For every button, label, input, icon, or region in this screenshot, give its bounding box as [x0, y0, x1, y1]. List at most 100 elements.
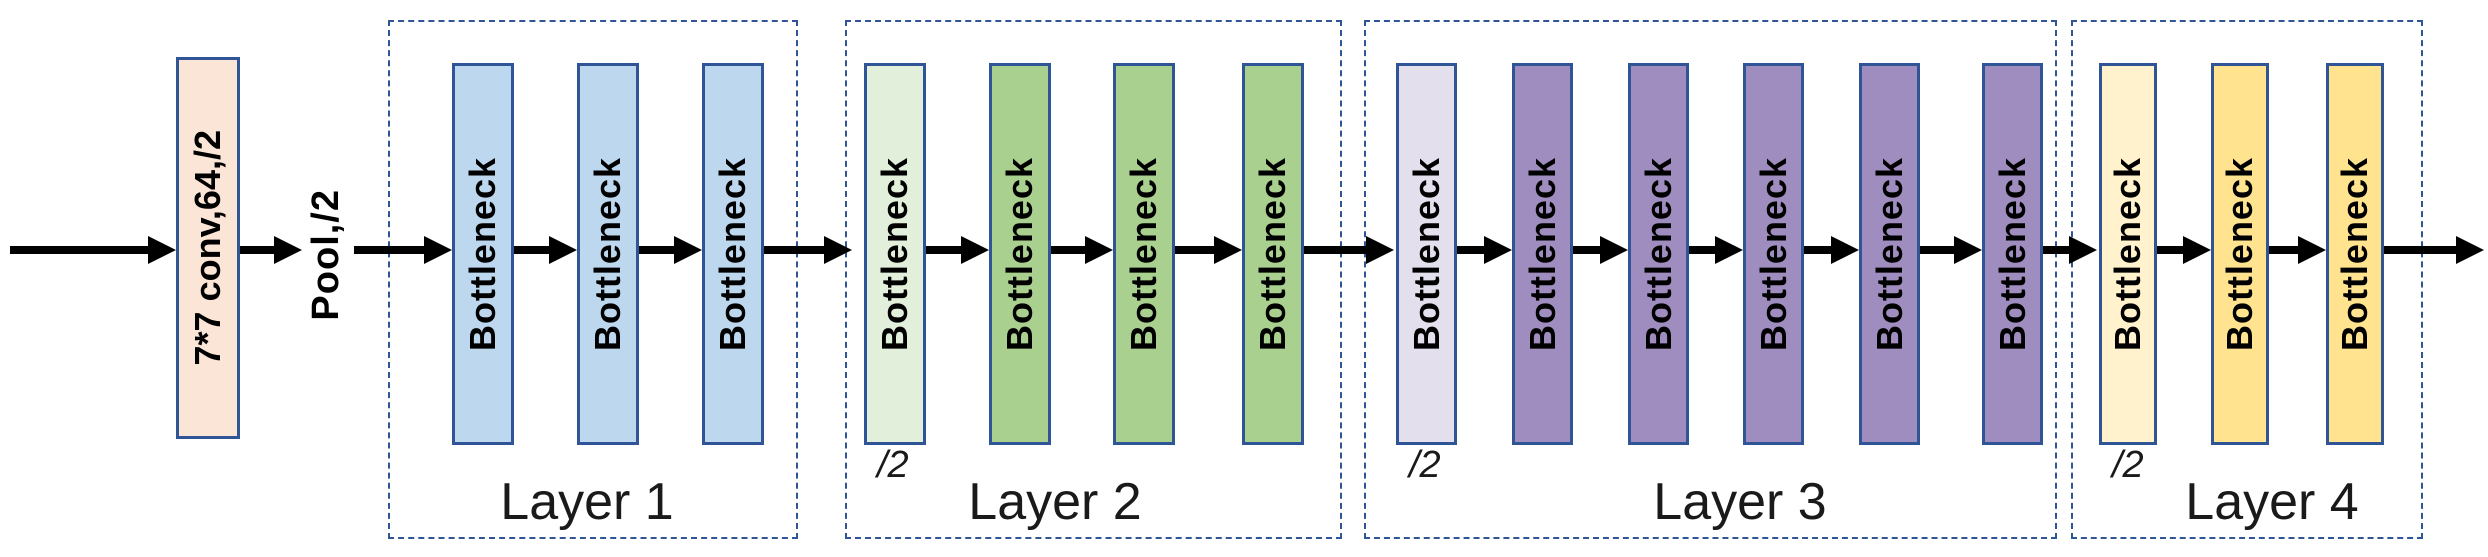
flow-arrow-shaft [1920, 246, 1956, 254]
flow-arrow-shaft [514, 246, 551, 254]
layer-4-group-box [2071, 20, 2423, 539]
flow-arrow-shaft [1689, 246, 1717, 254]
flow-arrowhead-icon [549, 236, 577, 264]
flow-arrow-17 [2157, 236, 2211, 264]
flow-arrowhead-icon [148, 236, 176, 264]
flow-arrowhead-icon [274, 236, 302, 264]
flow-arrow-shaft [1804, 246, 1833, 254]
flow-arrow-11 [1457, 236, 1512, 264]
flow-arrowhead-icon [961, 236, 989, 264]
layer-3-label: Layer 3 [1653, 473, 1827, 531]
flow-arrow-shaft [764, 246, 826, 254]
flow-arrow-3 [354, 236, 452, 264]
flow-arrowhead-icon [1600, 236, 1628, 264]
flow-arrow-6 [764, 236, 852, 264]
layer-3-bottleneck-block-5: Bottleneck [1859, 63, 1920, 445]
layer-1-bottleneck-block-1: Bottleneck [452, 63, 514, 445]
flow-arrowhead-icon [2298, 236, 2326, 264]
flow-arrowhead-icon [1954, 236, 1982, 264]
layer-2-bottleneck-block-4: Bottleneck [1242, 63, 1304, 445]
layer-4-bottleneck-block-3: Bottleneck [2326, 63, 2384, 445]
flow-arrow-8 [1051, 236, 1113, 264]
bottleneck-label: Bottleneck [1123, 156, 1164, 352]
layer-4-bottleneck-block-2: Bottleneck [2211, 63, 2269, 445]
layer-1-bottleneck-block-2: Bottleneck [577, 63, 639, 445]
flow-arrow-14 [1804, 236, 1859, 264]
bottleneck-label: Bottleneck [1637, 156, 1679, 352]
bottleneck-label: Bottleneck [874, 156, 915, 352]
layer-2-bottleneck-block-1: Bottleneck [864, 63, 926, 445]
bottleneck-label: Bottleneck [462, 156, 503, 352]
flow-arrowhead-icon [1214, 236, 1242, 264]
flow-arrow-16 [2043, 236, 2097, 264]
flow-arrow-shaft [240, 246, 276, 254]
bottleneck-label: Bottleneck [1752, 156, 1794, 352]
flow-arrow-shaft [2269, 246, 2300, 254]
flow-arrow-5 [639, 236, 702, 264]
flow-arrow-12 [1573, 236, 1628, 264]
flow-arrowhead-icon [1484, 236, 1512, 264]
flow-arrowhead-icon [1831, 236, 1859, 264]
bottleneck-label: Bottleneck [1252, 156, 1293, 352]
flow-arrow-18 [2269, 236, 2326, 264]
flow-arrow-7 [926, 236, 989, 264]
flow-arrowhead-icon [1366, 236, 1394, 264]
flow-arrowhead-icon [824, 236, 852, 264]
bottleneck-label: Bottleneck [2219, 156, 2260, 352]
flow-arrowhead-icon [2069, 236, 2097, 264]
layer-3-bottleneck-block-2: Bottleneck [1512, 63, 1573, 445]
stem-conv-block: 7*7 conv,64,/2 [176, 57, 240, 439]
layer-1-group-box [388, 20, 798, 539]
flow-arrowhead-icon [2183, 236, 2211, 264]
flow-arrow-shaft [1304, 246, 1368, 254]
flow-arrow-10 [1304, 236, 1394, 264]
flow-arrow-shaft [1051, 246, 1087, 254]
flow-arrow-shaft [1175, 246, 1216, 254]
flow-arrow-shaft [926, 246, 963, 254]
flow-arrow-shaft [639, 246, 676, 254]
flow-arrow-13 [1689, 236, 1743, 264]
flow-arrowhead-icon [674, 236, 702, 264]
flow-arrow-shaft [2043, 246, 2071, 254]
layer-2-bottleneck-block-2: Bottleneck [989, 63, 1051, 445]
layer-2-group-box [845, 20, 1342, 539]
layer-4-label: Layer 4 [2185, 473, 2359, 531]
bottleneck-label: Bottleneck [1405, 156, 1447, 352]
flow-arrow-shaft [2157, 246, 2185, 254]
bottleneck-label: Bottleneck [587, 156, 628, 352]
layer-1-label: Layer 1 [500, 473, 674, 531]
flow-arrow-4 [514, 236, 577, 264]
flow-arrowhead-icon [1085, 236, 1113, 264]
flow-arrow-9 [1175, 236, 1242, 264]
layer-1-bottleneck-block-3: Bottleneck [702, 63, 764, 445]
stem-pool-label: Pool,/2 [304, 189, 347, 321]
flow-arrow-shaft [1457, 246, 1486, 254]
layer-4-stride-label: /2 [2112, 444, 2144, 486]
layer-3-stride-label: /2 [1409, 444, 1441, 486]
bottleneck-label: Bottleneck [712, 156, 753, 352]
flow-arrow-shaft [10, 246, 150, 254]
flow-arrowhead-icon [424, 236, 452, 264]
layer-3-bottleneck-block-4: Bottleneck [1743, 63, 1804, 445]
layer-3-bottleneck-block-1: Bottleneck [1396, 63, 1457, 445]
flow-arrow-1 [10, 236, 176, 264]
flow-arrow-shaft [2384, 246, 2458, 254]
flow-arrow-shaft [1573, 246, 1602, 254]
flow-arrowhead-icon [1715, 236, 1743, 264]
bottleneck-label: Bottleneck [2334, 156, 2375, 352]
flow-arrowhead-icon [2456, 236, 2484, 264]
flow-arrow-19 [2384, 236, 2484, 264]
layer-3-bottleneck-block-6: Bottleneck [1982, 63, 2043, 445]
layer-4-bottleneck-block-1: Bottleneck [2099, 63, 2157, 445]
layer-3-bottleneck-block-3: Bottleneck [1628, 63, 1689, 445]
layer-3-group-box [1364, 20, 2057, 539]
bottleneck-label: Bottleneck [999, 156, 1040, 352]
bottleneck-label: Bottleneck [1521, 156, 1563, 352]
flow-arrow-shaft [354, 246, 426, 254]
stem-conv-label: 7*7 conv,64,/2 [187, 130, 228, 366]
bottleneck-label: Bottleneck [2107, 156, 2148, 352]
bottleneck-label: Bottleneck [1991, 156, 2033, 352]
layer-2-bottleneck-block-3: Bottleneck [1113, 63, 1175, 445]
layer-2-stride-label: /2 [877, 444, 909, 486]
